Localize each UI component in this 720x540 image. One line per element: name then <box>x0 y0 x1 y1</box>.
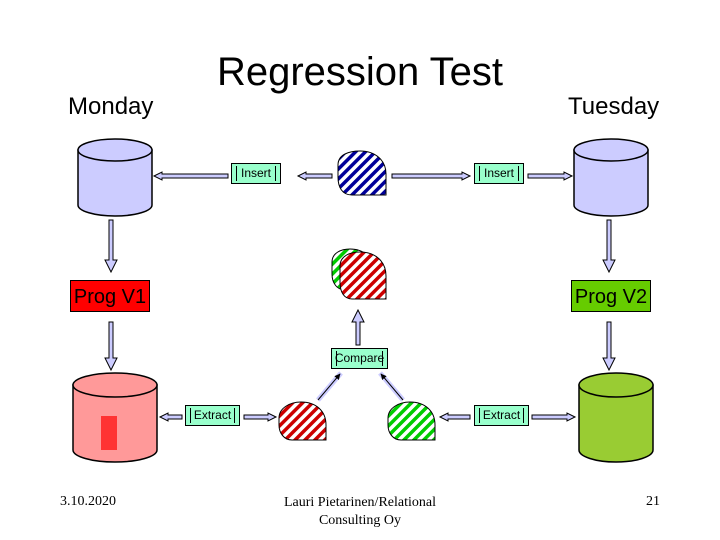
arrow-prog-v1-to-result <box>104 321 118 372</box>
footer-author: Lauri Pietarinen/Relational Consulting O… <box>260 494 460 530</box>
arrow-extract-right-to-green <box>438 412 471 422</box>
footer-author-line1: Lauri Pietarinen/Relational <box>283 495 436 510</box>
arrow-extract-right-from-db <box>531 412 577 422</box>
tuesday-result-database <box>578 372 654 463</box>
footer-author-line2: Consulting Oy <box>318 513 402 528</box>
changed-block <box>101 416 117 450</box>
prog-v2-box: Prog V2 <box>571 280 651 312</box>
arrow-monday-db-to-prog-v1 <box>104 219 118 274</box>
extract-left-box: Extract <box>185 405 240 426</box>
arrow-extract-left-to-red <box>243 412 278 422</box>
arrow-from-test-data-left <box>296 171 333 181</box>
footer-page-number: 21 <box>646 494 660 509</box>
footer-date: 3.10.2020 <box>60 494 116 509</box>
tuesday-database <box>573 138 649 217</box>
arrow-to-monday-db <box>152 171 229 181</box>
arrow-red-to-compare <box>316 371 343 402</box>
arrow-extract-left-from-db <box>158 412 183 422</box>
arrow-compare-up <box>351 308 365 346</box>
tuesday-label: Tuesday <box>568 93 660 120</box>
extract-right-box: Extract <box>474 405 529 426</box>
arrow-tuesday-db-to-prog-v2 <box>602 219 616 274</box>
extract-green-shape <box>387 401 436 441</box>
arrow-green-to-compare <box>378 371 405 402</box>
compare-box: Compare <box>331 348 388 369</box>
monday-label: Monday <box>68 93 154 120</box>
arrow-prog-v2-to-result <box>602 321 616 372</box>
monday-database <box>77 138 153 217</box>
arrow-to-tuesday-db <box>527 171 574 181</box>
prog-v1-box: Prog V1 <box>70 280 150 312</box>
monday-result-database <box>72 372 158 463</box>
compare-red-shape <box>339 251 387 300</box>
slide-title: Regression Test <box>216 50 504 94</box>
extract-red-shape <box>278 401 327 441</box>
arrow-from-test-data-right <box>391 171 472 181</box>
insert-right-box: Insert <box>474 163 524 184</box>
insert-left-box: Insert <box>231 163 281 184</box>
test-data-shape <box>337 150 387 196</box>
